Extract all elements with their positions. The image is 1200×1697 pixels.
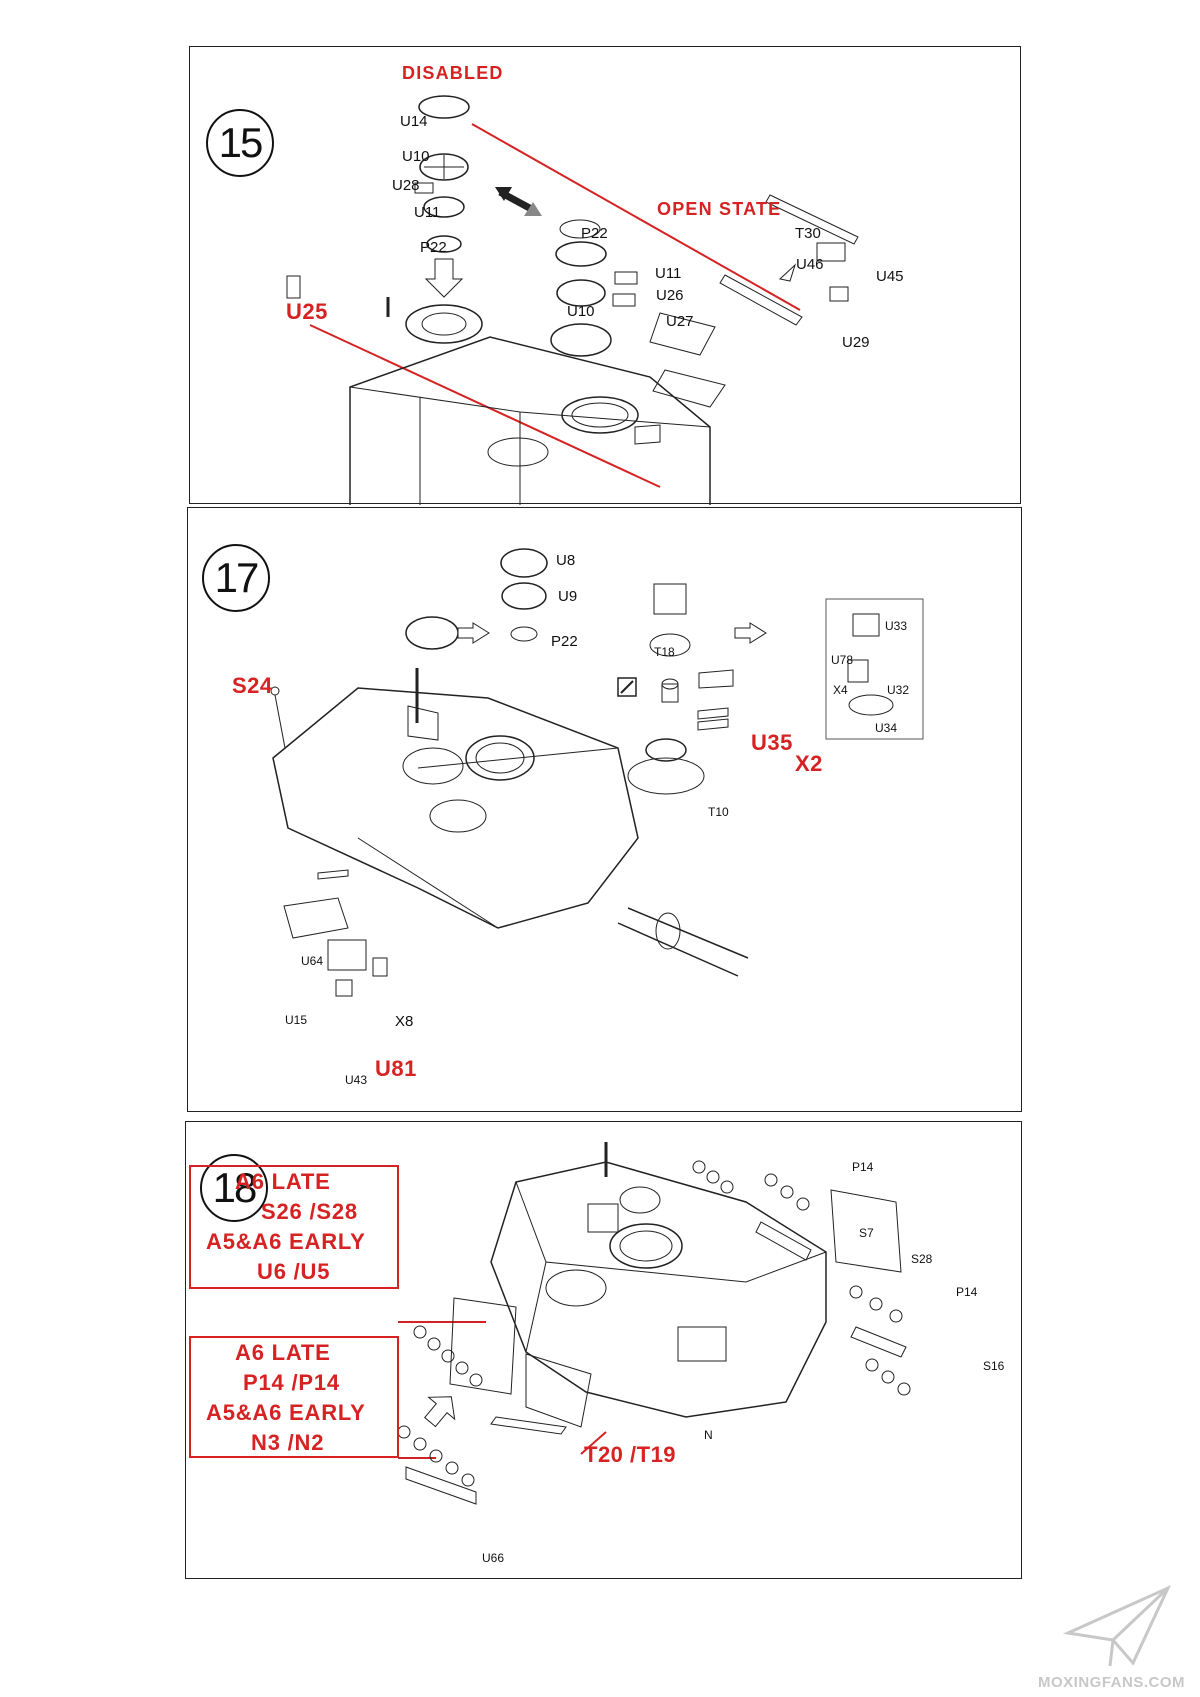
variant-box-skirt: A6 LATE S26 /S28 A5&A6 EARLY U6 /U5 [189,1165,399,1289]
variant-line: A5&A6 EARLY [206,1229,366,1254]
step-18-panel: 18 A6 LATE S26 /S28 A5&A6 EARLY U6 /U5 A… [185,1121,1022,1579]
part-label: U11 [655,265,682,282]
step-17-drawing [270,548,924,997]
part-label: U15 [285,1013,308,1027]
part-label: S7 [859,1226,874,1240]
part-label: T30 [795,225,821,242]
part-label: X8 [395,1013,414,1030]
step-number: 17 [202,544,270,612]
variant-line: S26 /S28 [261,1199,358,1224]
part-label: P22 [551,633,578,650]
part-label: U46 [796,256,824,273]
part-label: U11 [414,204,441,221]
part-label: U8 [556,552,576,569]
part-label: S16 [983,1359,1005,1373]
step-15-drawing [286,95,859,505]
part-label: P22 [420,239,447,256]
step-number: 18 [200,1154,268,1222]
variant-box-suspension: A6 LATE P14 /P14 A5&A6 EARLY N3 /N2 [189,1336,399,1458]
variant-line: A6 LATE [235,1169,331,1194]
variant-line: N3 /N2 [251,1430,325,1455]
part-label: U32 [887,683,910,697]
part-label-red: U81 [375,1056,417,1081]
part-label: U29 [842,334,870,351]
part-label-red: T20 /T19 [584,1442,677,1467]
part-label: U9 [558,588,578,605]
part-label: U66 [482,1551,505,1565]
part-label: T18 [654,645,675,659]
step-17-panel: 17 S24 U35 X2 U81 U8 U9 P22 T18 T10 U33 … [187,507,1022,1112]
part-label-red: X2 [795,751,823,776]
step-15-panel: 15 DISABLED OPEN STATE U25 U14 U10 U28 U… [189,46,1021,505]
paper-plane-icon [1062,1584,1172,1667]
part-label: U10 [567,303,595,320]
part-label: U78 [831,653,854,667]
step-number: 15 [206,109,274,177]
watermark-text: MOXINGFANS.COM [1038,1674,1186,1691]
part-label: U64 [301,954,324,968]
part-label: U14 [400,113,428,130]
part-label-red: U25 [286,299,328,324]
part-label: U43 [345,1073,368,1087]
part-label: U33 [885,619,908,633]
part-label: P22 [581,225,608,242]
variant-line: U6 /U5 [257,1259,331,1284]
part-label-red: U35 [751,730,793,755]
part-label: U26 [656,287,684,304]
part-label: P14 [956,1285,978,1299]
disabled-note: DISABLED [402,63,504,83]
variant-line: A5&A6 EARLY [206,1400,366,1425]
part-label: S28 [911,1252,933,1266]
part-label: U34 [875,721,898,735]
part-label: X4 [833,683,848,697]
watermark: MOXINGFANS.COM [1038,1578,1185,1696]
open-state-note: OPEN STATE [657,199,782,219]
step-18-drawing [397,1142,911,1505]
part-label: N [704,1428,713,1442]
part-label: P14 [852,1160,874,1174]
part-label-red: S24 [232,673,273,698]
variant-line: P14 /P14 [243,1370,340,1395]
variant-line: A6 LATE [235,1340,331,1365]
part-label: U27 [666,313,694,330]
part-label: T10 [708,805,729,819]
part-label: U10 [402,148,430,165]
part-label: U28 [392,177,420,194]
part-label: U45 [876,268,904,285]
